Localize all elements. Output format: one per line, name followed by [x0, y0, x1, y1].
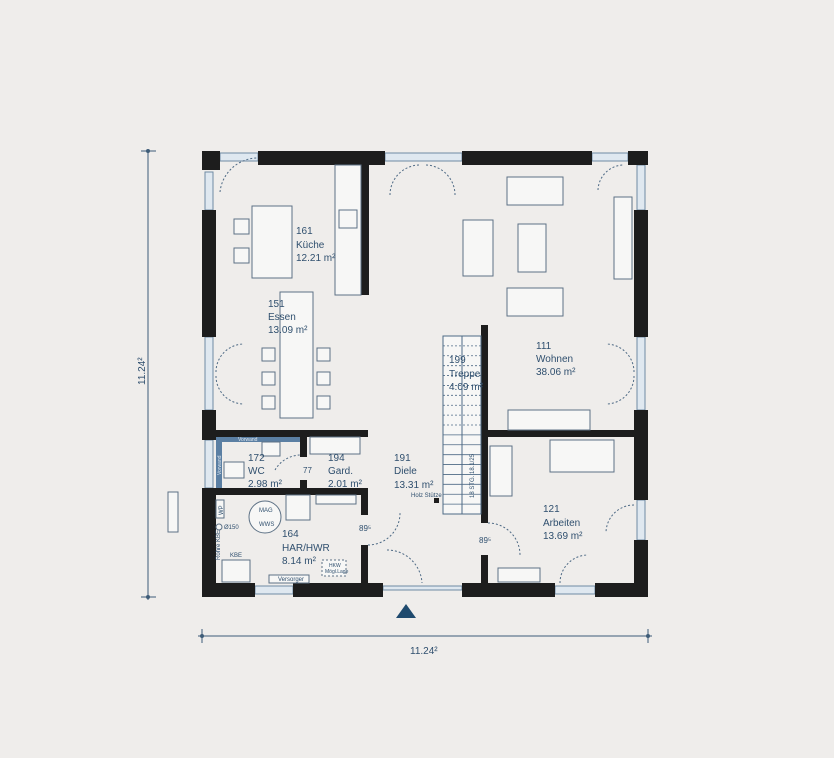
- desk: [549, 439, 615, 473]
- sideboard: [613, 196, 633, 280]
- svg-text:Versorger: Versorger: [278, 577, 304, 583]
- entrance-arrow-icon: [396, 604, 416, 618]
- svg-text:Rohre KBE: Rohre KBE: [216, 530, 222, 560]
- svg-text:151: 151: [268, 299, 285, 310]
- shelf: [489, 445, 513, 497]
- svg-text:Arbeiten: Arbeiten: [543, 518, 580, 529]
- svg-text:8.14 m²: 8.14 m²: [282, 556, 317, 567]
- svg-text:18 STG. 18.1/25: 18 STG. 18.1/25: [470, 453, 476, 498]
- sofa-bottom: [506, 287, 564, 317]
- svg-text:HKW: HKW: [329, 563, 341, 569]
- svg-text:Vorwand: Vorwand: [238, 437, 258, 443]
- sink: [338, 209, 358, 229]
- svg-text:164: 164: [282, 529, 299, 540]
- svg-text:Treppe: Treppe: [449, 369, 481, 380]
- svg-text:KBE: KBE: [230, 553, 242, 559]
- svg-text:89⁵: 89⁵: [359, 524, 371, 533]
- svg-text:161: 161: [296, 226, 313, 237]
- svg-text:111: 111: [536, 341, 552, 352]
- svg-text:194: 194: [328, 453, 345, 464]
- dining-table: [279, 291, 314, 419]
- kitchen-island: [251, 205, 293, 279]
- dimension-vertical: 11.24²: [137, 149, 156, 600]
- dimension-horizontal: 11.24²: [198, 629, 652, 657]
- svg-text:2.98 m²: 2.98 m²: [248, 479, 283, 490]
- wc-basin: [261, 441, 281, 457]
- wood-column: [434, 498, 439, 503]
- svg-text:89⁵: 89⁵: [479, 536, 491, 545]
- stove-kbe: [221, 559, 251, 583]
- cabinet: [497, 567, 541, 583]
- svg-text:38.06 m²: 38.06 m²: [536, 367, 576, 378]
- svg-text:Küche: Küche: [296, 240, 325, 251]
- svg-text:77: 77: [303, 466, 312, 475]
- svg-text:Gard.: Gard.: [328, 466, 353, 477]
- svg-text:13.69 m²: 13.69 m²: [543, 531, 583, 542]
- svg-text:199: 199: [449, 355, 466, 366]
- svg-text:2.01 m²: 2.01 m²: [328, 479, 363, 490]
- svg-text:121: 121: [543, 504, 560, 515]
- svg-text:HAR/HWR: HAR/HWR: [282, 543, 330, 554]
- svg-text:Essen: Essen: [268, 312, 296, 323]
- svg-text:Ø150: Ø150: [224, 525, 239, 531]
- sofa-top: [506, 176, 564, 206]
- svg-text:13.31 m²: 13.31 m²: [394, 480, 434, 491]
- furniture: [215, 164, 633, 584]
- svg-text:172: 172: [248, 453, 265, 464]
- armchair: [462, 219, 494, 277]
- svg-text:WP: WP: [219, 505, 225, 515]
- svg-text:Holz Stütze: Holz Stütze: [411, 493, 442, 499]
- door-swings: [215, 157, 635, 584]
- annotations: 18 STG. 18.1/25 Holz Stütze 77 89⁵ 89⁵ M…: [216, 437, 491, 583]
- wardrobe: [309, 436, 361, 455]
- coffee-table: [517, 223, 547, 273]
- svg-text:Vorwand: Vorwand: [217, 455, 223, 475]
- svg-text:4.09 m²: 4.09 m²: [449, 382, 484, 393]
- svg-text:Wohnen: Wohnen: [536, 354, 573, 365]
- svg-text:191: 191: [394, 453, 411, 464]
- svg-text:Mögl.Lage: Mögl.Lage: [325, 569, 349, 575]
- dimension-depth-label: 11.24²: [137, 357, 148, 385]
- storage-tank: [248, 500, 282, 534]
- toilet: [223, 461, 245, 479]
- washing-machine: [285, 494, 311, 521]
- tv-board: [507, 409, 591, 431]
- svg-text:MAG: MAG: [259, 508, 273, 514]
- legend-marker: [167, 491, 179, 533]
- staircase: [442, 335, 482, 515]
- svg-text:13.09 m²: 13.09 m²: [268, 325, 308, 336]
- svg-text:Diele: Diele: [394, 466, 417, 477]
- dimension-width-label: 11.24²: [410, 646, 438, 657]
- svg-text:WWS: WWS: [259, 522, 274, 528]
- svg-text:WC: WC: [248, 466, 265, 477]
- svg-text:12.21 m²: 12.21 m²: [296, 253, 336, 264]
- walls: [202, 151, 648, 597]
- kitchen-counter: [334, 164, 362, 296]
